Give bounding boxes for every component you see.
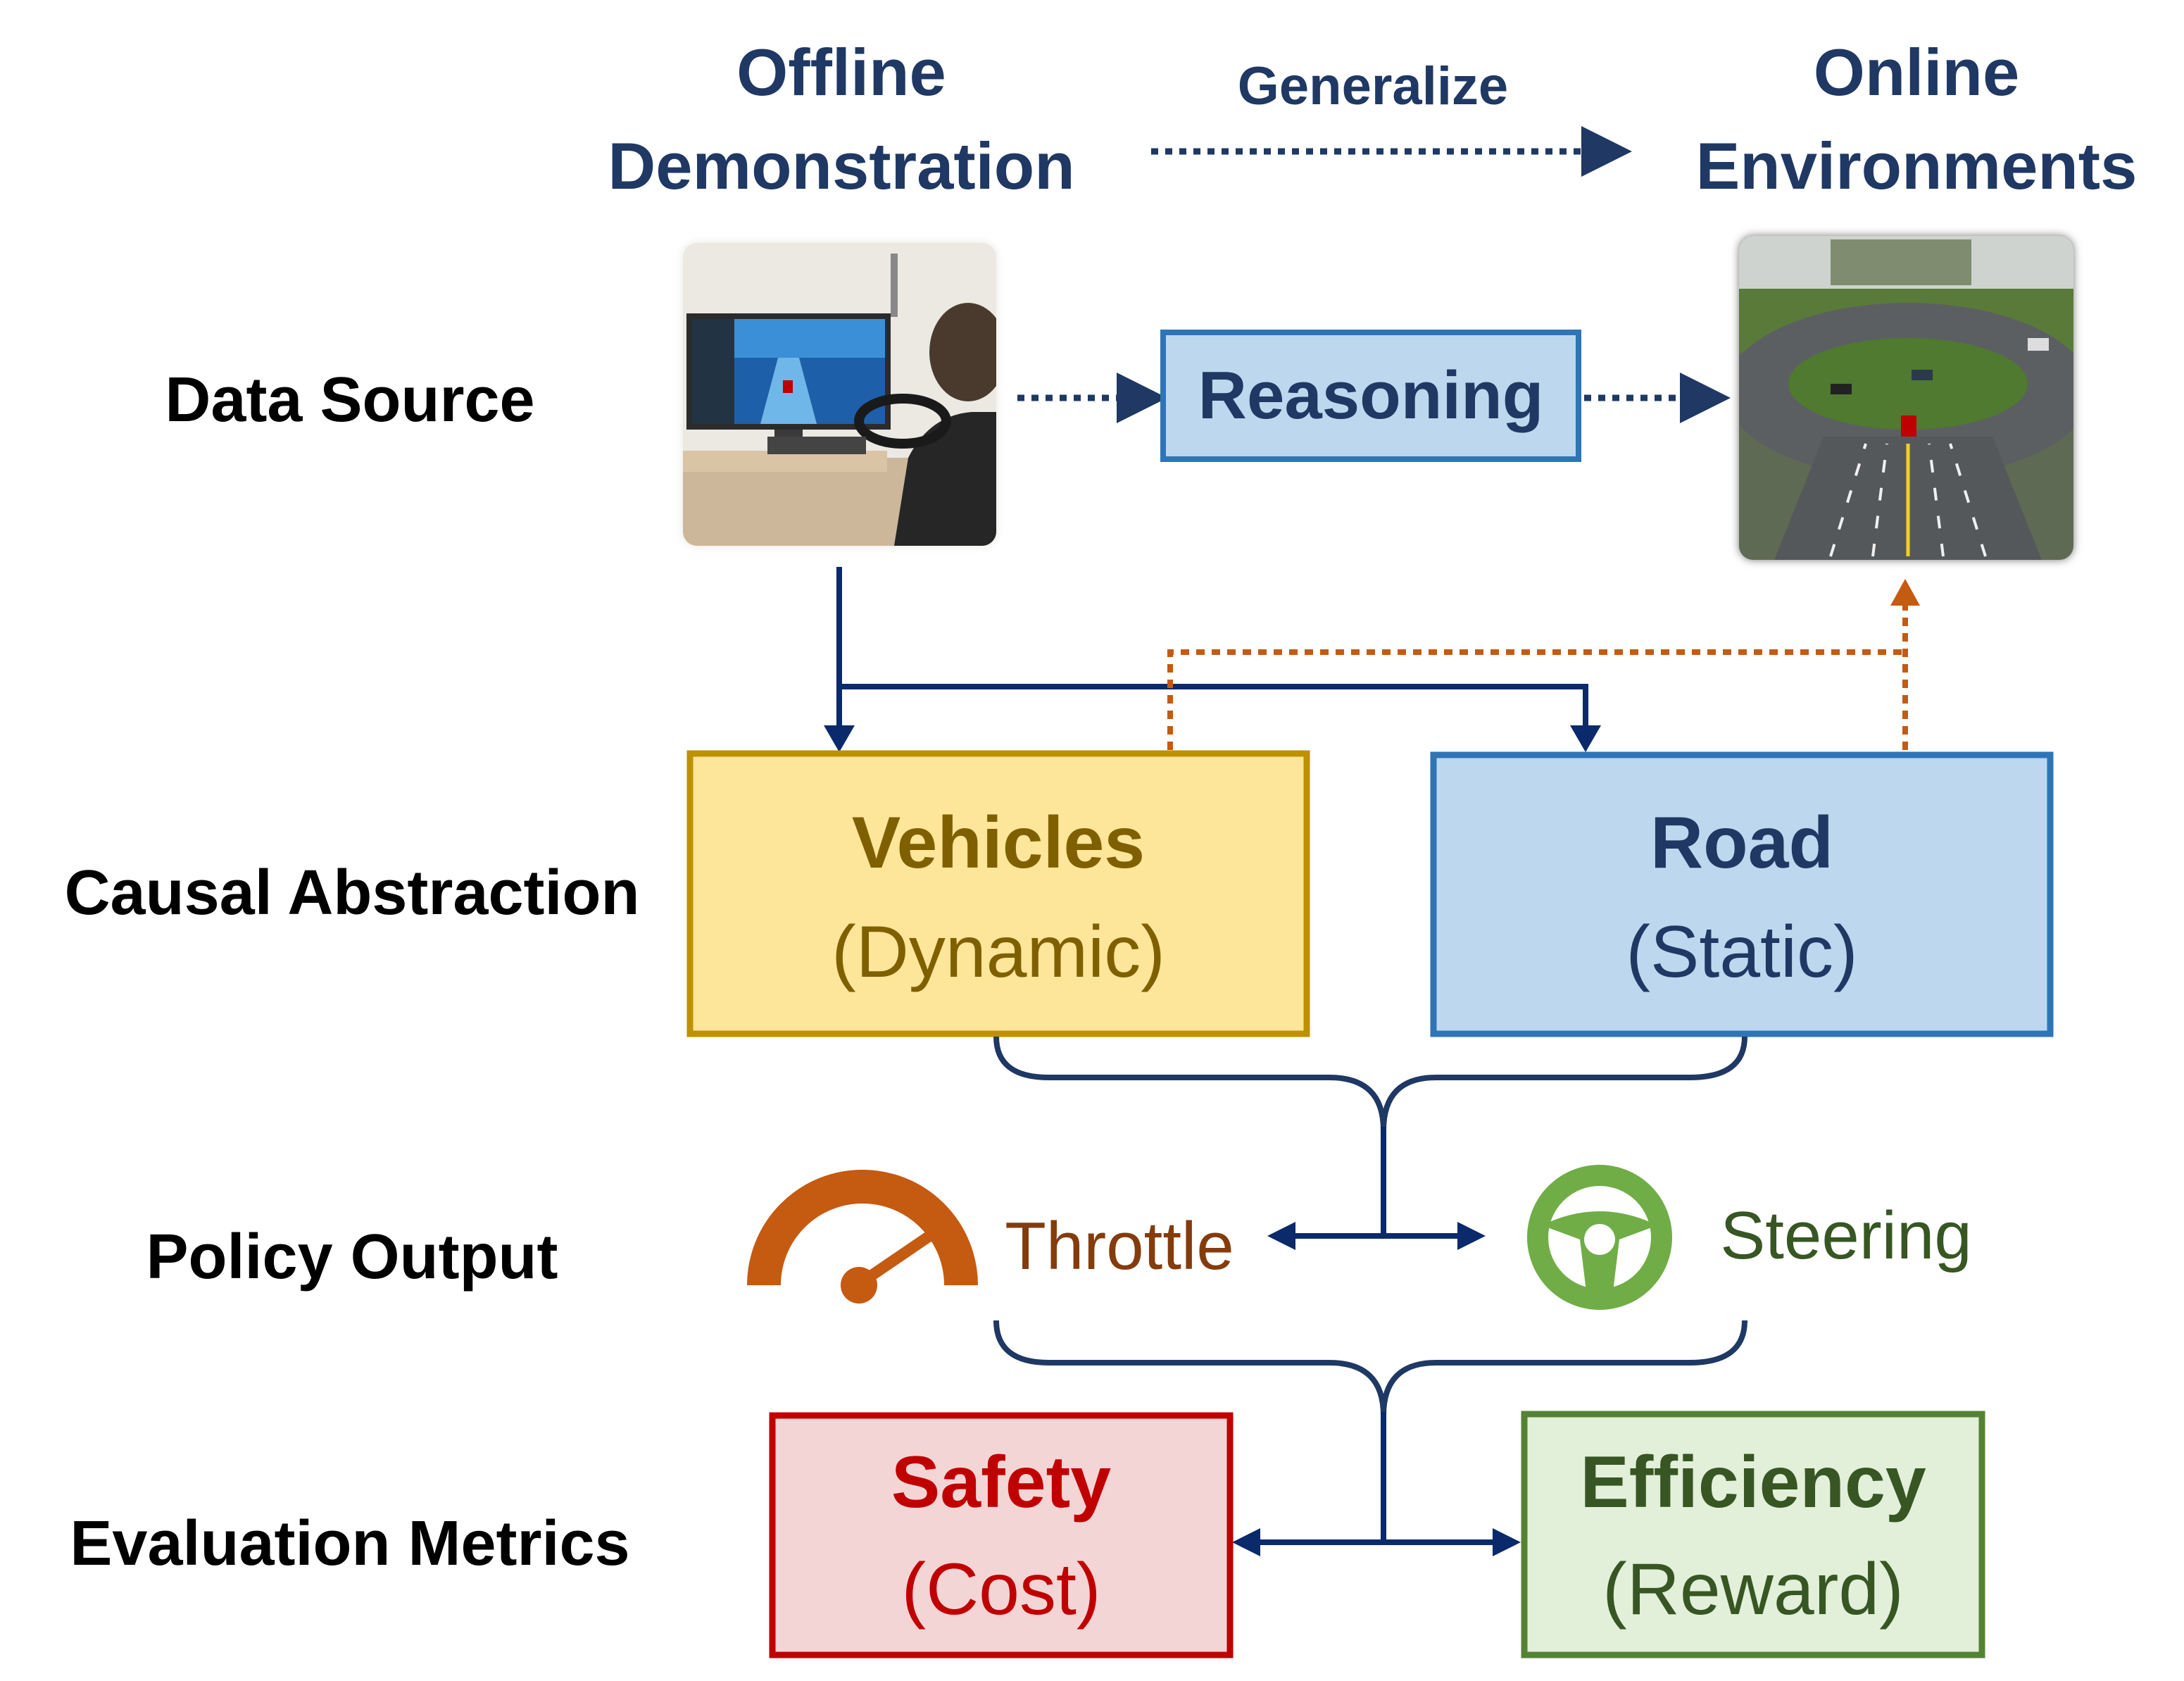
safety-subtitle: (Cost) [901,1549,1100,1630]
steering-label: Steering [1720,1198,1972,1273]
vehicles-subtitle: (Dynamic) [831,911,1165,993]
abstraction-arrows [836,567,1588,732]
efficiency-subtitle: (Reward) [1602,1549,1904,1630]
row-label-evaluation-metrics: Evaluation Metrics [70,1508,629,1579]
steering-wheel-icon [1527,1165,1672,1310]
road-box [1430,751,2054,1037]
offline-heading-line2: Demonstration [608,129,1074,203]
arrowhead-to-steering [1457,1222,1486,1250]
safety-title: Safety [891,1442,1111,1523]
reasoning-box [1160,330,1581,462]
row-label-policy-output: Policy Output [146,1222,558,1292]
steering-wheel-photo [854,394,951,449]
policy-brace [993,1320,1747,1416]
online-scene [1739,236,2073,560]
arrowhead-to-vehicles [824,725,855,752]
efficiency-title: Efficiency [1580,1442,1926,1523]
row-label-causal-abstraction: Causal Abstraction [65,858,640,928]
monitor-icon [686,313,891,430]
arrowhead-to-safety [1232,1528,1260,1556]
offline-demonstration-heading: Offline Demonstration [608,35,1074,203]
vehicles-box [686,750,1310,1037]
abstraction-brace [993,1036,1747,1131]
offline-heading-line1: Offline [736,35,946,109]
efficiency-box [1521,1411,1985,1658]
online-environments-heading: Online Environments [1696,35,2138,203]
safety-box [769,1412,1234,1658]
reasoning-label: Reasoning [1198,358,1544,433]
arrowhead-to-road [1570,725,1601,752]
roundabout-island [1788,338,2028,430]
feedback-dotted-arrows [1167,606,1908,750]
arrowhead-to-throttle [1267,1222,1295,1250]
throttle-label: Throttle [1005,1208,1234,1284]
online-heading-line1: Online [1814,35,2019,109]
vehicles-title: Vehicles [852,802,1145,884]
offline-photo [683,243,996,546]
ego-vehicle [1901,415,1916,437]
online-heading-line2: Environments [1696,129,2138,203]
row-label-data-source: Data Source [165,365,534,435]
speedometer-icon [747,1170,978,1304]
arrowhead-to-efficiency [1493,1528,1521,1556]
road-title: Road [1650,802,1833,884]
road-subtitle: (Static) [1626,911,1857,993]
generalize-label: Generalize [1238,56,1508,116]
driver-person [854,303,996,546]
arrowhead-to-scene [1890,579,1920,606]
